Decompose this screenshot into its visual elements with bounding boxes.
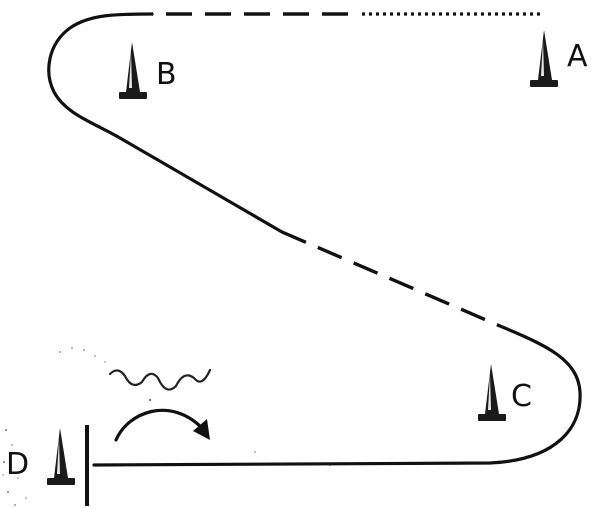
cone-label-b: B xyxy=(156,57,177,92)
route-loop-c xyxy=(92,324,582,467)
cone-a: A xyxy=(530,30,588,87)
cone-c: C xyxy=(478,364,532,421)
cone-d: D xyxy=(6,428,75,485)
traffic-cone-icon xyxy=(530,30,558,87)
route-loop-b xyxy=(47,12,284,234)
cone-label-d: D xyxy=(6,447,29,482)
scan-noise xyxy=(2,347,331,506)
cone-label-a: A xyxy=(567,39,588,74)
cone-b: B xyxy=(119,42,177,99)
traffic-cone-icon xyxy=(47,428,75,485)
wavy-line-icon xyxy=(108,368,212,391)
route-middle-dashed xyxy=(281,230,501,328)
traffic-cone-icon xyxy=(478,364,506,421)
cone-label-c: C xyxy=(511,379,532,414)
traffic-cone-icon xyxy=(119,42,147,99)
curved-arrow-icon xyxy=(114,408,210,442)
